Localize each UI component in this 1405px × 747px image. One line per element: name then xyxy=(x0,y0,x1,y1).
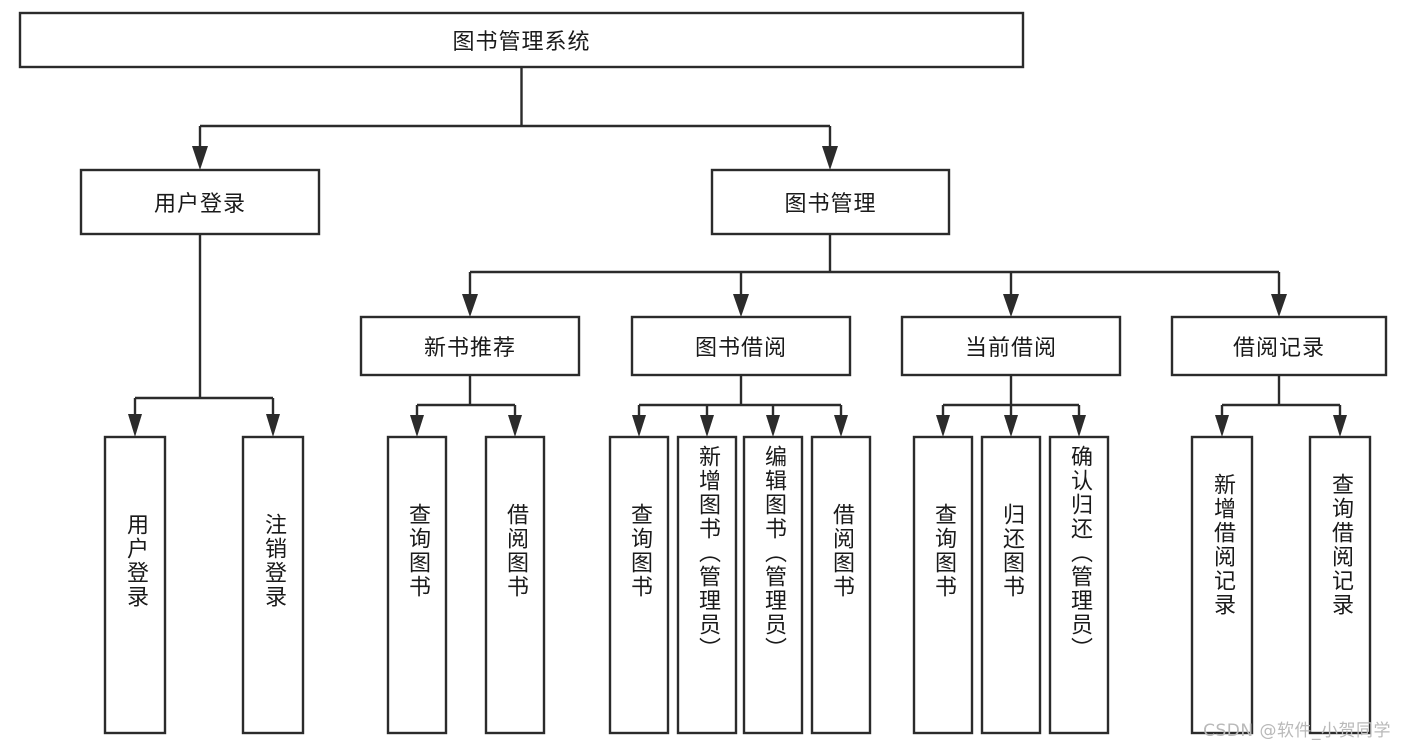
arrow-head-leaf-query-book-3 xyxy=(936,415,950,437)
node-leaf-user-login-box[interactable] xyxy=(103,435,167,735)
node-leaf-borrow-book-1-box[interactable] xyxy=(484,435,546,735)
node-user-login-box[interactable] xyxy=(79,168,321,236)
connector-group-borrow-record xyxy=(1215,375,1347,437)
arrow-head-leaf-query-book-2 xyxy=(632,415,646,437)
arrow-head-leaf-add-record xyxy=(1215,415,1229,437)
node-book-management-box[interactable] xyxy=(710,168,951,236)
arrow-head-leaf-borrow-book-1 xyxy=(508,415,522,437)
arrow-head-leaf-return-book xyxy=(1004,415,1018,437)
arrow-head-book-borrow xyxy=(733,294,749,317)
arrow-head-new-book-recommend xyxy=(462,294,478,317)
connector-group-new-book-recommend xyxy=(410,375,522,437)
arrow-head-borrow-record xyxy=(1271,294,1287,317)
csdn-watermark: CSDN @软件_小贺同学 xyxy=(1203,721,1391,741)
node-new-book-recommend-box[interactable] xyxy=(359,315,581,377)
node-leaf-return-book-box[interactable] xyxy=(980,435,1042,735)
connector-group-user-login xyxy=(128,234,280,437)
connector-group-root xyxy=(192,67,838,170)
node-borrow-record-box[interactable] xyxy=(1170,315,1388,377)
arrow-head-leaf-query-record xyxy=(1333,415,1347,437)
arrow-head-leaf-confirm-return xyxy=(1072,415,1086,437)
node-leaf-logout-box[interactable] xyxy=(241,435,305,735)
node-leaf-query-book-1-box[interactable] xyxy=(386,435,448,735)
arrow-head-leaf-user-login xyxy=(128,414,142,437)
node-leaf-query-book-2-box[interactable] xyxy=(608,435,670,735)
arrow-head-leaf-logout xyxy=(266,414,280,437)
connector-group-book-management xyxy=(462,234,1287,317)
connector-group-book-borrow xyxy=(632,375,848,437)
node-leaf-confirm-return-box[interactable] xyxy=(1048,435,1110,735)
node-root-box[interactable] xyxy=(18,11,1025,69)
node-leaf-add-record-box[interactable] xyxy=(1190,435,1254,735)
arrow-head-book-management xyxy=(822,146,838,170)
node-leaf-query-record-box[interactable] xyxy=(1308,435,1372,735)
node-leaf-query-book-3-box[interactable] xyxy=(912,435,974,735)
node-leaf-borrow-book-2-box[interactable] xyxy=(810,435,872,735)
arrow-head-leaf-add-book xyxy=(700,415,714,437)
node-current-borrow-box[interactable] xyxy=(900,315,1122,377)
arrow-head-leaf-borrow-book-2 xyxy=(834,415,848,437)
node-leaf-edit-book-box[interactable] xyxy=(742,435,804,735)
arrow-head-leaf-edit-book xyxy=(766,415,780,437)
node-book-borrow-box[interactable] xyxy=(630,315,852,377)
arrow-head-leaf-query-book-1 xyxy=(410,415,424,437)
node-leaf-add-book-box[interactable] xyxy=(676,435,738,735)
arrow-head-user-login xyxy=(192,146,208,170)
connector-group-current-borrow xyxy=(936,375,1086,437)
arrow-head-current-borrow xyxy=(1003,294,1019,317)
